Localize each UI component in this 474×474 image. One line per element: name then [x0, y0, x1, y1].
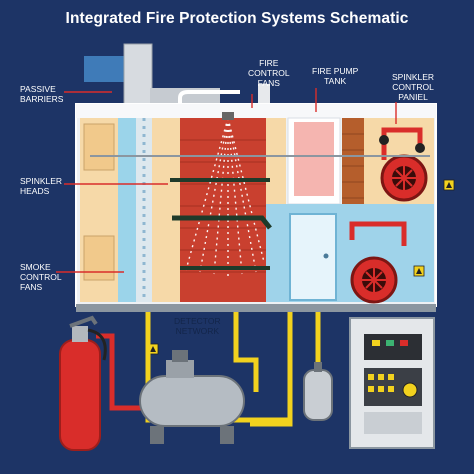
left-window-upper [84, 124, 114, 170]
sprinkler-head [222, 112, 234, 120]
right-brick-column [342, 118, 364, 208]
label-passive-barriers: PASSIVE BARRIERS [20, 84, 63, 104]
utility-door [290, 214, 336, 300]
foundation-slab [76, 304, 436, 312]
sprinkler-control-cabinet [350, 318, 434, 448]
brick-fire-wall [180, 118, 266, 302]
middle-room-strip [266, 118, 286, 204]
label-sprinkler-heads: SPINKLER HEADS [20, 176, 62, 196]
label-fire-pump-tank: FIRE PUMP TANK [312, 66, 358, 86]
left-window-lower [84, 236, 114, 280]
left-shaft [118, 118, 136, 302]
label-fire-control-fans: FIRE CONTROL FANS [248, 58, 290, 88]
ceiling-slab [76, 104, 436, 118]
label-sprinkler-control-panel: SPINKLER CONTROL PANIEL [392, 72, 434, 102]
warning-sign-right [444, 180, 454, 190]
door-knob [324, 254, 329, 259]
fire-pump-tank-panel [294, 122, 334, 196]
water-riser-column [136, 118, 152, 302]
detector-tank [304, 362, 332, 420]
warning-sign-fan [414, 266, 424, 276]
diagram-title: Integrated Fire Protection Systems Schem… [0, 10, 474, 28]
label-detector-network: DETECTOR NETWORK [174, 316, 221, 336]
pressure-tank [140, 350, 244, 444]
label-smoke-control-fans: SMOKE CONTROL FANS [20, 262, 62, 292]
roof-vent-stack [124, 44, 152, 104]
